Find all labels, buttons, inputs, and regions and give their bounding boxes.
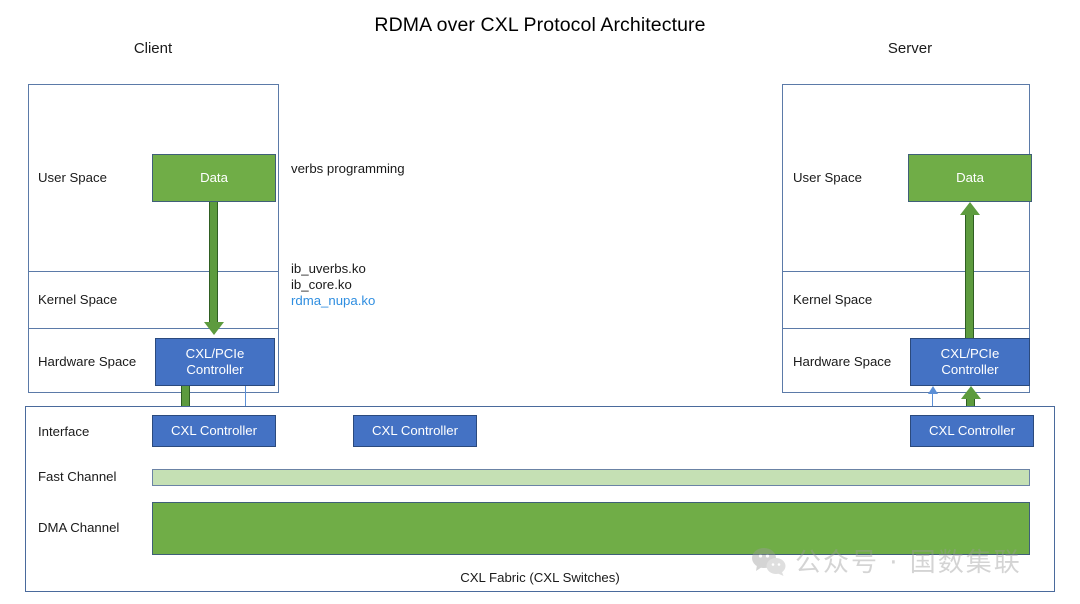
server-label: Server [887,40,933,57]
server-cxl-pcie-controller-label-line2: Controller [941,362,999,377]
fast-channel-band [152,469,1030,486]
client-cxl-pcie-controller-box[interactable]: CXL/PCIe Controller [155,338,275,386]
middle-cxl-controller-label: CXL Controller [372,423,458,439]
server-user-space-label: User Space [793,170,862,185]
client-data-label: Data [200,170,228,186]
server-data-label: Data [956,170,984,186]
server-cxl-controller-box[interactable]: CXL Controller [910,415,1034,447]
page-title: RDMA over CXL Protocol Architecture [374,14,706,36]
server-kernel-hardware-divider [783,328,1029,329]
interface-label: Interface [38,424,90,439]
client-kernel-space-label: Kernel Space [38,292,118,307]
server-hardware-space-label: Hardware Space [793,354,892,369]
server-cxl-pcie-controller-box[interactable]: CXL/PCIe Controller [910,338,1030,386]
client-data-to-controller-arrow-head [203,322,224,335]
server-cxl-controller-label: CXL Controller [929,423,1015,439]
verbs-programming-annotation: verbs programming [291,161,405,176]
client-label: Client [133,40,173,57]
client-cxl-controller-box[interactable]: CXL Controller [152,415,276,447]
client-kernel-hardware-divider [29,328,278,329]
cxl-fabric-caption: CXL Fabric (CXL Switches) [460,570,620,585]
server-kernel-space-label: Kernel Space [793,292,873,307]
server-cxl-pcie-controller-label-line1: CXL/PCIe [940,346,1000,362]
server-controller-to-data-arrow-shaft [965,215,974,338]
server-dma-to-controller-arrow-head [960,386,981,399]
fast-channel-label: Fast Channel [38,469,117,484]
ib-uverbs-annotation: ib_uverbs.ko [291,261,366,276]
client-cxl-pcie-controller-label-line2: Controller [186,362,244,377]
client-cxl-pcie-controller-label-line1: CXL/PCIe [185,346,245,362]
client-user-kernel-divider [29,271,278,272]
client-hardware-space-label: Hardware Space [38,354,137,369]
client-data-to-controller-arrow-shaft [209,202,218,323]
rdma-nupa-annotation: rdma_nupa.ko [291,293,376,308]
server-user-kernel-divider [783,271,1029,272]
dma-channel-label: DMA Channel [38,520,120,535]
middle-cxl-controller-box[interactable]: CXL Controller [353,415,477,447]
client-user-space-label: User Space [38,170,107,185]
client-cxl-controller-label: CXL Controller [171,423,257,439]
ib-core-annotation: ib_core.ko [291,277,352,292]
server-fast-channel-to-controller-arrow-head [927,386,938,394]
dma-channel-band [152,502,1030,555]
server-data-box[interactable]: Data [908,154,1032,202]
client-data-box[interactable]: Data [152,154,276,202]
server-controller-to-data-arrow-head [959,202,980,215]
